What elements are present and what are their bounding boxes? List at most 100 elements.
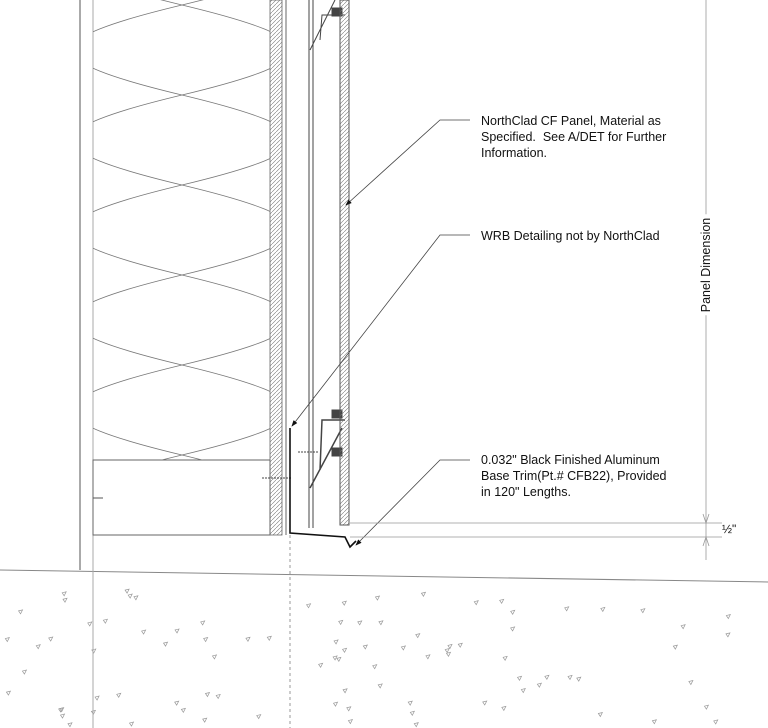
aggregate-mark (204, 691, 211, 698)
insulation-loop (160, 0, 204, 6)
leaders (291, 119, 470, 546)
aggregate-mark (102, 618, 109, 624)
aggregate-mark (341, 647, 348, 654)
aggregate-mark (703, 704, 710, 710)
aggregate-mark (116, 692, 122, 699)
aggregate-mark (447, 643, 453, 650)
aggregate-mark (651, 719, 658, 725)
aggregate-mark (180, 707, 187, 714)
aggregate-mark (640, 608, 646, 614)
aggregate-mark (597, 711, 604, 718)
aggregate-mark (67, 722, 73, 728)
aggregate-mark (21, 669, 28, 675)
aggregate-mark (338, 619, 344, 626)
aggregate-mark (59, 713, 66, 719)
aggregate-mark (564, 606, 570, 612)
aggregate-mark (407, 700, 413, 706)
aggregate-mark (333, 639, 339, 645)
aggregate-mark (87, 621, 93, 627)
aggregate-mark (341, 600, 347, 606)
aggregate-mark (174, 628, 180, 634)
aggregate-mark (378, 620, 384, 626)
aggregate-mark (347, 719, 354, 725)
aggregate-mark (245, 636, 251, 642)
aggregate-mark (342, 688, 348, 694)
aggregate-mark (124, 588, 130, 594)
aggregate-mark (600, 606, 606, 613)
aggregate-mark (133, 595, 139, 601)
aggregate-mark (256, 714, 262, 720)
aggregate-mark (336, 656, 342, 663)
aggregate-mark (266, 635, 272, 641)
note-base-trim: 0.032" Black Finished Aluminum Base Trim… (481, 453, 667, 499)
aggregate-mark (215, 693, 221, 700)
aggregate-mark (444, 648, 450, 654)
aggregate-mark (415, 633, 421, 639)
aggregate-mark (203, 636, 209, 643)
aggregate-mark (536, 682, 543, 688)
insulation-loop (160, 454, 204, 460)
aggregate-mark (318, 662, 324, 668)
sheathing (269, 0, 287, 536)
aggregate-mark (713, 719, 719, 725)
aggregate-mark (457, 642, 463, 648)
sub-framing (262, 0, 345, 528)
base-trim (289, 428, 357, 549)
aggregate-mark (425, 654, 431, 660)
aggregate-mark (725, 614, 731, 620)
aggregate-mark (4, 637, 10, 643)
aggregate-mark (162, 641, 169, 647)
aggregate-mark (377, 683, 383, 689)
insulation-loop (93, 4, 270, 96)
aggregate-mark (409, 710, 415, 717)
aggregate-mark (510, 609, 516, 616)
aggregate-mark (516, 675, 523, 682)
aggregate-mark (94, 695, 100, 701)
aggregate-mark (482, 700, 488, 706)
insulation-loop (93, 364, 270, 456)
aggregate-mark (357, 620, 363, 626)
insulation-loop (93, 94, 270, 186)
aggregate-mark (445, 651, 452, 658)
aggregate-mark (420, 591, 427, 597)
batt-insulation (93, 0, 270, 460)
aggregate-mark (91, 648, 97, 654)
aggregate-mark (544, 674, 550, 680)
aggregate-mark (127, 593, 133, 599)
aggregate-mark (576, 676, 582, 682)
aggregate-mark (332, 655, 338, 661)
aggregate-mark (520, 688, 526, 694)
insulation-loop (93, 274, 270, 366)
aggregate-mark (502, 655, 508, 662)
insulation-loop (93, 184, 270, 276)
aggregate-mark (473, 600, 479, 606)
aggregate-mark (680, 624, 686, 630)
aggregate-mark (61, 591, 67, 597)
aggregate-mark (17, 609, 24, 615)
aggregate-mark (141, 629, 147, 635)
dimension-lines (350, 0, 722, 560)
aggregate-mark (35, 644, 41, 650)
aggregate-mark (174, 700, 180, 706)
aggregate-mark (372, 664, 378, 670)
aggregate-mark (128, 721, 135, 727)
aggregate-mark (5, 690, 12, 696)
aggregate-mark (374, 595, 381, 601)
aggregate-mark (688, 679, 694, 686)
foundation-wall (79, 0, 271, 728)
aggregate-mark (346, 706, 352, 712)
aggregate-mark (202, 717, 208, 723)
note-panel: NorthClad CF Panel, Material as Specifie… (481, 114, 667, 160)
panel-dimension-label: Panel Dimension (699, 214, 713, 316)
aggregate-mark (413, 722, 419, 728)
aggregate-mark (211, 654, 218, 660)
aggregate-mark (499, 598, 505, 605)
note-wrb: WRB Detailing not by NorthClad (481, 229, 660, 243)
aggregate-mark (510, 626, 516, 632)
aggregate-mark (501, 705, 507, 712)
gap-dimension-label: ½" (722, 522, 737, 536)
aggregate-mark (567, 674, 573, 681)
aggregate-mark (306, 603, 312, 609)
